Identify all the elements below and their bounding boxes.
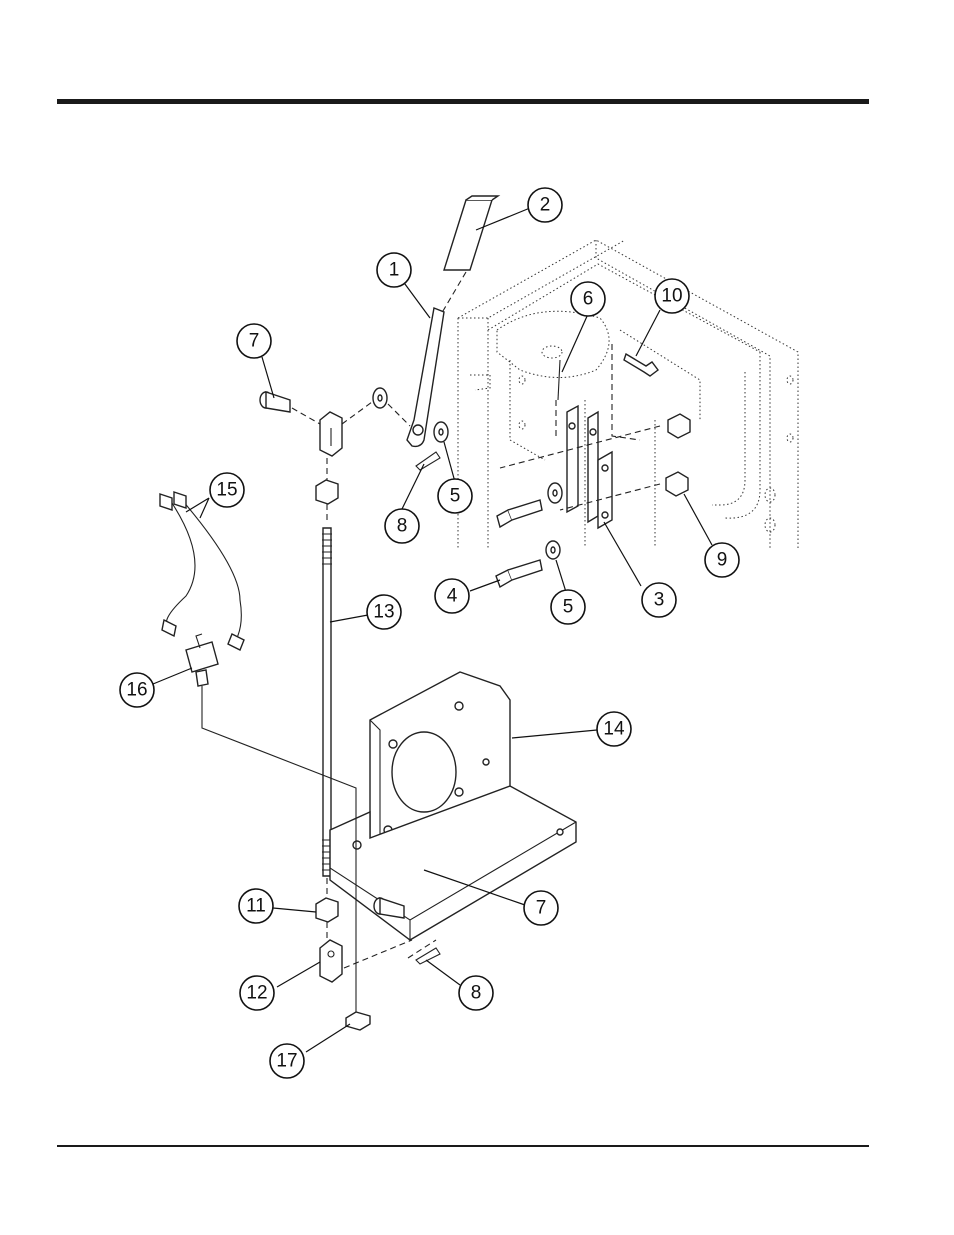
- callout-2: 2: [528, 188, 562, 222]
- part-pin-top: [556, 360, 560, 440]
- svg-text:7: 7: [249, 331, 260, 352]
- part-threaded-rod: [322, 528, 332, 876]
- part-jam-nut-lower: [316, 898, 338, 922]
- svg-text:13: 13: [373, 602, 394, 623]
- svg-text:8: 8: [397, 516, 408, 537]
- part-bolt-lower: [496, 560, 542, 587]
- callout-11: 11: [239, 889, 273, 923]
- svg-text:5: 5: [450, 486, 461, 507]
- part-washer-lower: [546, 541, 560, 559]
- part-washer-left: [373, 388, 387, 408]
- callout-7-lower: 7: [524, 891, 558, 925]
- svg-text:12: 12: [246, 983, 267, 1004]
- callout-7-upper: 7: [237, 324, 271, 358]
- callout-12: 12: [240, 976, 274, 1010]
- svg-text:1: 1: [389, 260, 400, 281]
- callout-15: 15: [210, 473, 244, 507]
- svg-text:2: 2: [540, 195, 551, 216]
- svg-text:8: 8: [471, 983, 482, 1004]
- callout-16: 16: [120, 673, 154, 707]
- part-toggle-switch: [186, 634, 218, 686]
- callout-1: 1: [377, 253, 411, 287]
- svg-text:6: 6: [583, 289, 594, 310]
- part-clevis-upper: [320, 412, 342, 456]
- part-wire-harness: [160, 492, 244, 650]
- callout-6: 6: [571, 282, 605, 316]
- svg-text:14: 14: [603, 719, 625, 740]
- svg-text:15: 15: [216, 480, 237, 501]
- part-bolt-top: [624, 354, 658, 376]
- part-panel-nut: [346, 1012, 370, 1030]
- svg-text:9: 9: [717, 550, 728, 571]
- callout-5-upper: 5: [438, 479, 472, 513]
- part-cotter-top: [416, 452, 440, 470]
- part-grip: [444, 196, 498, 270]
- callout-9: 9: [705, 543, 739, 577]
- svg-text:10: 10: [661, 286, 682, 307]
- part-bracket: [567, 406, 612, 528]
- svg-text:7: 7: [536, 898, 547, 919]
- callout-8-lower: 8: [459, 976, 493, 1010]
- callout-5-lower: 5: [551, 590, 585, 624]
- part-nut-lower: [666, 472, 688, 496]
- part-clevis-pin-top: [260, 392, 290, 412]
- svg-text:4: 4: [447, 586, 458, 607]
- part-washer-mid: [434, 422, 448, 442]
- callout-17: 17: [270, 1044, 304, 1078]
- part-clevis-lower: [320, 940, 342, 982]
- svg-text:16: 16: [126, 680, 147, 701]
- callout-8-upper: 8: [385, 509, 419, 543]
- callout-4: 4: [435, 579, 469, 613]
- callout-14: 14: [597, 712, 631, 746]
- callout-13: 13: [367, 595, 401, 629]
- svg-text:17: 17: [276, 1051, 297, 1072]
- part-bolt-upper: [497, 500, 542, 527]
- svg-text:3: 3: [654, 590, 665, 611]
- svg-text:5: 5: [563, 597, 574, 618]
- part-nut-upper: [668, 414, 690, 438]
- part-washer-bracket: [548, 483, 562, 503]
- svg-text:11: 11: [246, 896, 266, 917]
- part-jam-nut-upper: [316, 480, 338, 504]
- callout-10: 10: [655, 279, 689, 313]
- callout-3: 3: [642, 583, 676, 617]
- machine-frame: [458, 240, 798, 548]
